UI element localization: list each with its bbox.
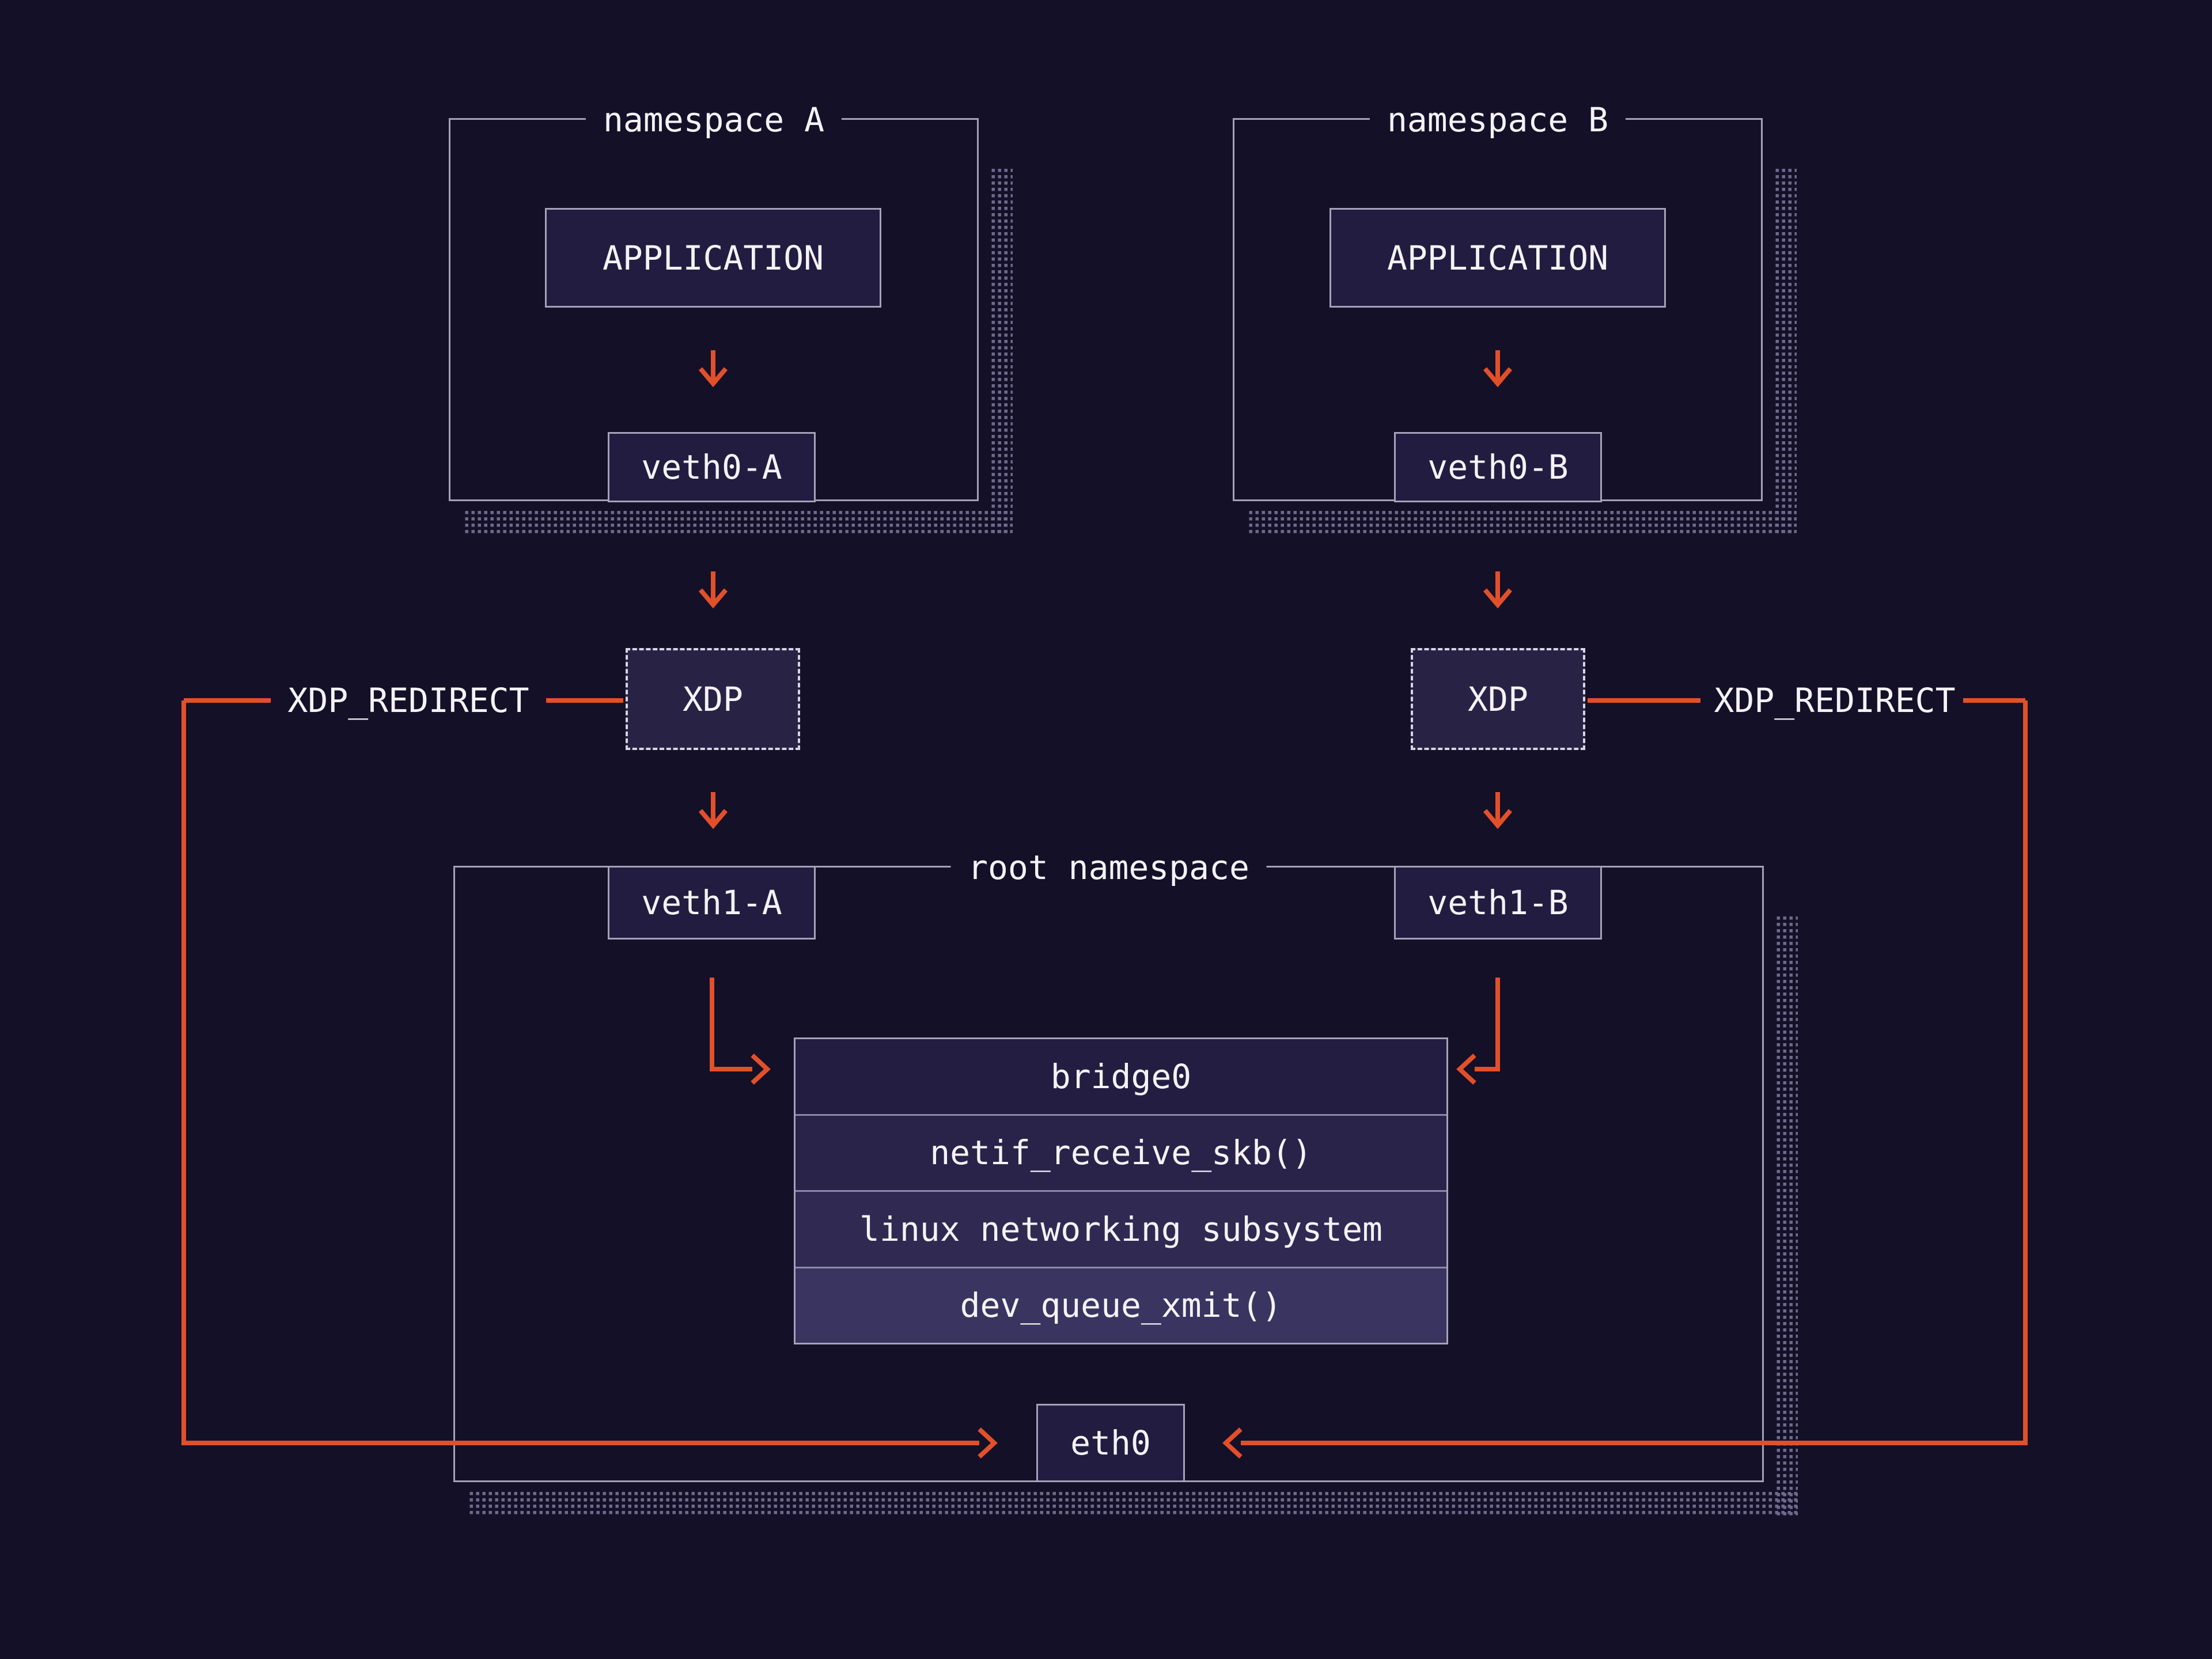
linux-networking-subsystem-row: linux networking subsystem	[796, 1190, 1446, 1267]
xdp-a-box: XDP	[626, 648, 800, 750]
root-namespace-title: root namespace	[950, 848, 1267, 887]
namespace-a-shadow-bottom	[462, 511, 1013, 535]
namespace-b-box: namespace B	[1233, 100, 1797, 535]
veth1-b-label: veth1-B	[1427, 883, 1569, 922]
arrow-namespace-b-to-xdp-b-icon	[1483, 571, 1513, 609]
xdp-redirect-left-label: XDP_REDIRECT	[282, 681, 535, 720]
netif-receive-skb-row: netif_receive_skb()	[796, 1113, 1446, 1190]
veth1-a-label: veth1-A	[641, 883, 782, 922]
veth0-a-box: veth0-A	[608, 432, 816, 502]
xdp-b-box: XDP	[1411, 648, 1585, 750]
namespace-b-shadow-right	[1772, 169, 1797, 535]
namespace-b-shadow-bottom	[1246, 511, 1797, 535]
namespace-a-title: namespace A	[585, 100, 842, 139]
linux-networking-subsystem-label: linux networking subsystem	[859, 1209, 1382, 1249]
namespace-a-box: namespace A	[449, 100, 1013, 535]
xdp-b-label: XDP	[1468, 679, 1528, 719]
arrow-namespace-a-to-xdp-a-icon	[698, 571, 728, 609]
root-namespace-shadow-bottom	[467, 1492, 1798, 1516]
eth0-box: eth0	[1036, 1404, 1185, 1482]
bridge-stack: bridge0 netif_receive_skb() linux networ…	[794, 1037, 1448, 1344]
veth0-b-box: veth0-B	[1394, 432, 1602, 502]
veth0-a-label: veth0-A	[641, 448, 782, 487]
xdp-redirect-right-label: XDP_REDIRECT	[1708, 681, 1961, 720]
application-a-label: APPLICATION	[602, 238, 824, 278]
arrow-xdp-a-to-veth1-a-icon	[698, 792, 728, 830]
netif-receive-skb-label: netif_receive_skb()	[930, 1133, 1312, 1173]
xdp-a-label: XDP	[683, 679, 743, 719]
namespace-a-shadow-right	[988, 169, 1013, 535]
application-b-label: APPLICATION	[1387, 238, 1609, 278]
eth0-label: eth0	[1070, 1423, 1151, 1463]
veth0-b-label: veth0-B	[1427, 448, 1569, 487]
namespace-b-title: namespace B	[1369, 100, 1626, 139]
application-a-box: APPLICATION	[545, 208, 881, 308]
arrow-xdp-b-to-veth1-b-icon	[1483, 792, 1513, 830]
veth1-a-box: veth1-A	[608, 866, 816, 940]
root-namespace-shadow-right	[1774, 916, 1798, 1516]
veth1-b-box: veth1-B	[1394, 866, 1602, 940]
dev-queue-xmit-row: dev_queue_xmit()	[796, 1266, 1446, 1343]
dev-queue-xmit-label: dev_queue_xmit()	[960, 1286, 1282, 1325]
bridge0-row: bridge0	[796, 1039, 1446, 1114]
application-b-box: APPLICATION	[1330, 208, 1666, 308]
bridge0-label: bridge0	[1050, 1056, 1192, 1096]
